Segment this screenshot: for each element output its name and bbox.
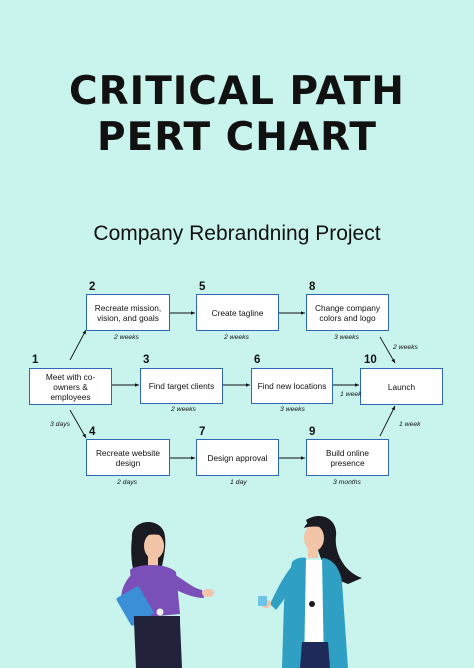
duration-label: 3 weeks (280, 406, 305, 413)
node-2[interactable]: Recreate mission, vision, and goals (86, 294, 170, 331)
node-5-number: 5 (199, 281, 206, 293)
duration-label: 3 weeks (334, 334, 359, 341)
arrow-1-2 (69, 329, 87, 361)
node-3-number: 3 (143, 354, 150, 366)
node-1[interactable]: Meet with co-owners & employees (29, 368, 112, 405)
node-8[interactable]: Change company colors and logo (306, 294, 389, 331)
duration-label: 2 weeks (393, 344, 418, 351)
arrow-1-4 (69, 409, 87, 439)
node-7-number: 7 (199, 426, 206, 438)
node-10[interactable]: Launch (360, 368, 443, 405)
duration-label: 1 week (399, 421, 421, 428)
node-3[interactable]: Find target clients (140, 368, 223, 404)
node-2-number: 2 (89, 281, 96, 293)
node-6[interactable]: Find new locations (251, 368, 333, 404)
node-9-number: 9 (309, 426, 316, 438)
title-line-2: PERT CHART (96, 115, 377, 160)
node-7[interactable]: Design approval (196, 439, 279, 476)
node-9[interactable]: Build online presence (306, 439, 389, 476)
duration-label: 1 day (230, 479, 247, 486)
node-1-number: 1 (32, 354, 39, 366)
woman-with-tablet-illustration (116, 521, 214, 668)
node-4-number: 4 (89, 426, 96, 438)
arrow-8-10 (379, 336, 396, 364)
duration-label: 3 days (50, 421, 71, 428)
node-10-number: 10 (364, 354, 377, 366)
duration-label: 2 weeks (224, 334, 249, 341)
title-line-1: CRITICAL PATH (69, 69, 405, 114)
node-8-number: 8 (309, 281, 316, 293)
node-4[interactable]: Recreate website design (86, 439, 170, 476)
duration-label: 2 days (117, 479, 138, 486)
node-5[interactable]: Create tagline (196, 294, 279, 331)
woman-with-cup-illustration (258, 515, 362, 668)
node-6-number: 6 (254, 354, 261, 366)
duration-label: 2 weeks (171, 406, 196, 413)
arrow-9-10 (379, 405, 396, 437)
duration-label: 2 weeks (114, 334, 139, 341)
duration-label: 1 week (340, 391, 362, 398)
subtitle: Company Rebrandning Project (93, 222, 381, 245)
duration-label: 3 months (333, 479, 361, 486)
